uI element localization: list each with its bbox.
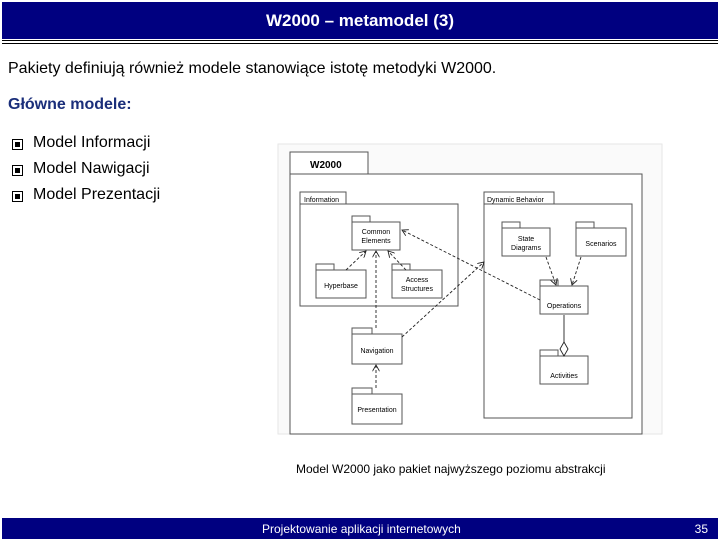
checkbox-bullet-icon xyxy=(12,164,23,176)
presentation-package: Presentation xyxy=(351,387,403,425)
intro-text: Pakiety definiują również modele stanowi… xyxy=(8,60,497,77)
checkbox-bullet-icon xyxy=(12,190,23,202)
section-heading: Główne modele: xyxy=(8,96,132,113)
dependency-connectors xyxy=(345,230,582,388)
bullet-item: Model Informacji xyxy=(8,130,160,156)
navigation-package: Navigation xyxy=(351,327,403,365)
bullet-label: Model Informacji xyxy=(33,134,151,151)
access-structures-label-2: Structures xyxy=(401,286,433,293)
scenarios-label: Scenarios xyxy=(585,241,617,248)
presentation-label: Presentation xyxy=(357,407,396,414)
diagram-caption: Model W2000 jako pakiet najwyższego pozi… xyxy=(296,462,606,476)
activities-package: Activities xyxy=(539,349,589,385)
activities-label: Activities xyxy=(550,373,578,380)
access-structures-label-1: Access xyxy=(406,277,429,284)
footer-bar: Projektowanie aplikacji internetowych 35 xyxy=(2,518,718,539)
common-elements-label-2: Elements xyxy=(361,238,391,245)
access-structures-package: Access Structures xyxy=(391,263,443,299)
state-diagrams-label-2: Diagrams xyxy=(511,245,541,252)
bullet-item: Model Nawigacji xyxy=(8,156,160,182)
bullet-item: Model Prezentacji xyxy=(8,182,160,208)
state-diagrams-package: State Diagrams xyxy=(501,221,551,257)
bullet-label: Model Prezentacji xyxy=(33,186,161,203)
slide-title-bar: W2000 – metamodel (3) xyxy=(2,2,718,39)
common-elements-label-1: Common xyxy=(362,229,391,236)
hyperbase-label: Hyperbase xyxy=(324,283,358,290)
title-divider xyxy=(2,40,718,41)
dynamic-behavior-label: Dynamic Behavior xyxy=(487,197,544,204)
information-label: Information xyxy=(304,197,339,204)
operations-label: Operations xyxy=(547,303,582,310)
bullet-list: Model Informacji Model Nawigacji Model P… xyxy=(8,130,160,208)
slide-title: W2000 – metamodel (3) xyxy=(265,10,454,30)
page-number: 35 xyxy=(694,522,708,536)
composition-connector xyxy=(559,315,569,357)
w2000-package-diagram: W2000 Information Common Elements Hyperb… xyxy=(277,143,663,435)
state-diagrams-label-1: State xyxy=(518,236,534,243)
bullet-label: Model Nawigacji xyxy=(33,160,150,177)
common-elements-package: Common Elements xyxy=(351,215,401,251)
scenarios-package: Scenarios xyxy=(575,221,627,257)
checkbox-bullet-icon xyxy=(12,138,23,150)
navigation-label: Navigation xyxy=(360,348,393,355)
hyperbase-package: Hyperbase xyxy=(315,263,367,299)
w2000-label: W2000 xyxy=(310,160,342,171)
footer-text: Projektowanie aplikacji internetowych xyxy=(262,522,461,536)
title-divider-thin xyxy=(2,43,718,44)
